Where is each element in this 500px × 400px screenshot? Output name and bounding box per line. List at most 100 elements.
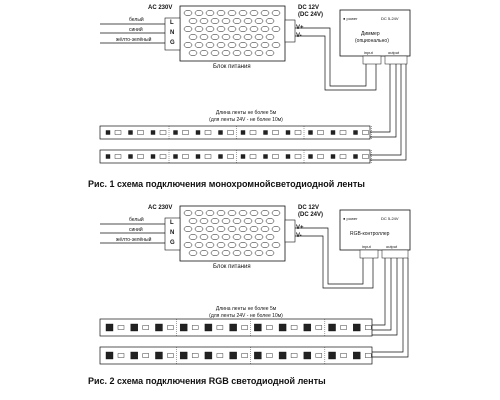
vent-slot [260, 42, 270, 48]
input-terminal-block-1 [164, 17, 181, 51]
dimmer-name: Диммер [361, 31, 380, 37]
vent-slot [216, 26, 226, 32]
led-chip [130, 323, 138, 332]
led-chip [328, 351, 336, 360]
vent-slot [194, 226, 204, 232]
power-supply-1 [164, 5, 296, 62]
resistor [362, 154, 369, 159]
resistor [317, 130, 324, 135]
vent-slot [243, 234, 253, 240]
resistor [340, 353, 347, 358]
vent-slot [227, 226, 237, 232]
led-chip [254, 351, 262, 360]
vent-slot [216, 210, 226, 216]
vent-slot [254, 218, 264, 224]
psu-label-1: Блок питания [213, 64, 251, 70]
vent-slot [265, 34, 275, 40]
dc-voltage-alt-label-1: (DC 24V) [298, 12, 324, 18]
vent-slot [199, 50, 209, 56]
led-chip [353, 130, 358, 135]
led-chip [105, 351, 114, 360]
vent-slot [232, 218, 242, 224]
led-chip [328, 323, 336, 332]
vent-slot [265, 234, 275, 240]
vent-slot [238, 10, 248, 16]
terminal-label-g-2: G [170, 240, 175, 246]
resistor [315, 353, 323, 358]
vent-slot [194, 210, 204, 216]
vent-slot [271, 242, 281, 248]
resistor [365, 353, 372, 358]
led-chip [155, 351, 163, 360]
wire-label-white-2: белый [129, 217, 144, 223]
vent-slot [238, 42, 248, 48]
vent-slot [249, 10, 259, 16]
resistor [114, 130, 122, 135]
led-chip [150, 154, 156, 159]
vent-slot [238, 26, 248, 32]
resistor [241, 325, 248, 330]
terminal-label-n-2: N [170, 230, 175, 236]
resistor [159, 130, 167, 135]
resistor [142, 325, 149, 330]
controller-input-label: input [362, 244, 371, 249]
led-chip [179, 351, 188, 360]
controller-output-label: output [386, 244, 398, 249]
led-chip [285, 130, 291, 135]
led-chip [285, 154, 291, 159]
vent-slot [243, 50, 253, 56]
vent-slot [271, 226, 281, 232]
vent-slot [221, 250, 231, 256]
led-strips-2 [99, 318, 373, 365]
strip-length-note-alt-1: (для ленты 24V - не более 10м) [209, 117, 283, 123]
dimmer-range-label: DC 5-24V [381, 16, 399, 21]
resistor [340, 325, 347, 330]
vent-slot [232, 250, 242, 256]
vent-slot [227, 26, 237, 32]
vent-slot [199, 250, 209, 256]
resistor [167, 325, 174, 330]
vent-slot [221, 34, 231, 40]
led-chip [254, 323, 262, 332]
vent-slot [183, 26, 193, 32]
resistor [272, 154, 279, 159]
vent-slot [199, 234, 209, 240]
dc-wires-1 [295, 27, 377, 91]
vent-slot [232, 34, 242, 40]
led-strip-body [99, 149, 371, 164]
resistor [137, 130, 144, 135]
vent-slot [227, 210, 237, 216]
vent-slot [260, 226, 270, 232]
output-terminal-block-2 [284, 219, 296, 243]
dc-voltage-label-1: DC 12V [298, 5, 320, 11]
resistor [216, 325, 224, 330]
vent-slot [232, 234, 242, 240]
ac-voltage-label-2: AC 230V [148, 205, 173, 211]
resistor [159, 154, 167, 159]
led-chip [278, 323, 287, 332]
resistor [167, 353, 174, 358]
controller-power-label: ● power [343, 216, 358, 221]
resistor [272, 130, 279, 135]
vent-slot [194, 26, 204, 32]
led-chip [218, 154, 223, 159]
resistor [182, 130, 189, 135]
vent-slot [227, 10, 237, 16]
wire-label-green-1: жёлто-зелёный [116, 37, 152, 43]
led-chip [303, 323, 312, 332]
resistor [114, 154, 122, 159]
vent-slot [205, 26, 215, 32]
vent-slot [238, 210, 248, 216]
led-chip [240, 130, 246, 135]
controller-input-terminals [359, 249, 379, 259]
resistor [266, 325, 273, 330]
resistor [249, 130, 257, 135]
resistor [315, 325, 323, 330]
led-chip [353, 323, 361, 332]
vent-slot [199, 218, 209, 224]
ac-voltage-label-1: AC 230V [148, 5, 173, 11]
resistor [266, 353, 273, 358]
vent-slot [249, 210, 259, 216]
led-chip [173, 154, 178, 159]
vent-slot [232, 50, 242, 56]
